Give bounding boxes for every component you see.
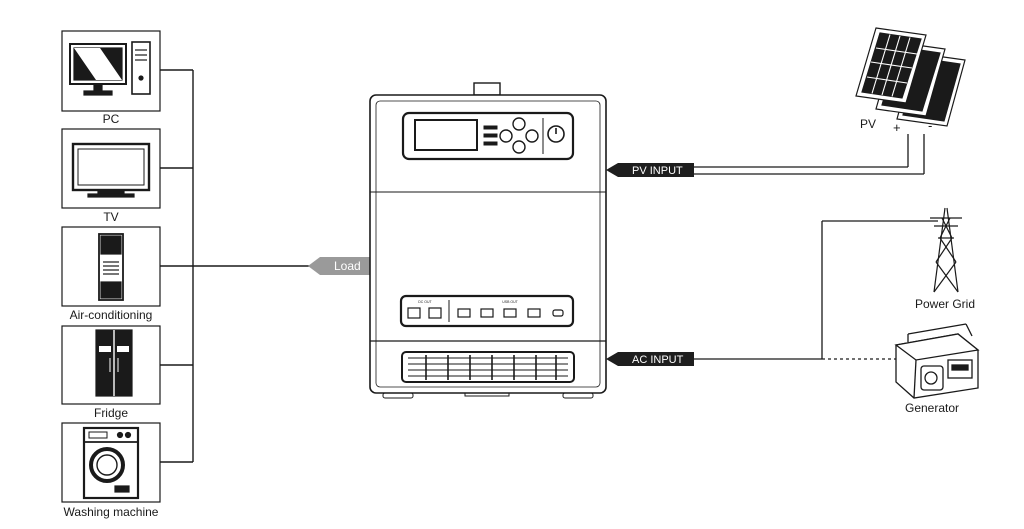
- generator-label: Generator: [905, 401, 959, 415]
- inverter-display-panel: [401, 111, 575, 161]
- inverter-output-panel: DC OUT USB OUT: [399, 294, 575, 328]
- fridge-icon: [95, 329, 133, 397]
- generator-icon: [894, 323, 980, 399]
- load-bus: [160, 69, 318, 463]
- dc-out-label: DC OUT: [418, 300, 432, 304]
- appliance-washing-machine: [61, 422, 161, 503]
- appliance-tv: [61, 128, 161, 209]
- power-button-icon: [547, 125, 565, 143]
- appliance-label-fridge: Fridge: [94, 406, 128, 420]
- pv-label: PV: [860, 117, 876, 131]
- usb-c-port-icon: [552, 309, 564, 317]
- inverter-vent-grille: [401, 351, 575, 383]
- dc-port-icon: [428, 307, 442, 319]
- usb-port-icon: [480, 308, 494, 318]
- pc-icon: [69, 41, 151, 96]
- appliance-label-washing-machine: Washing machine: [64, 505, 159, 519]
- down-button-icon: [512, 140, 526, 154]
- pv-input-label: PV INPUT: [632, 165, 683, 177]
- air-conditioner-icon: [98, 233, 124, 301]
- appliance-label-tv: TV: [103, 210, 118, 224]
- appliance-label-pc: PC: [103, 112, 120, 126]
- appliance-label-air-conditioning: Air-conditioning: [70, 308, 153, 322]
- usb-port-icon: [457, 308, 471, 318]
- ac-input-label: AC INPUT: [632, 354, 684, 366]
- ac-wiring: [694, 220, 938, 360]
- appliance-column: PC TV Air-condition: [61, 30, 161, 519]
- load-arrow: Load: [308, 257, 370, 275]
- usb-port-icon: [527, 308, 541, 318]
- pv-wiring: [694, 134, 925, 175]
- usb-port-icon: [503, 308, 517, 318]
- solar-panel-front: [855, 27, 927, 104]
- up-button-icon: [512, 117, 526, 131]
- washing-machine-icon: [82, 426, 140, 500]
- pv-plus-label: +: [893, 120, 901, 135]
- appliance-pc: [61, 30, 161, 112]
- right-button-icon: [525, 129, 539, 143]
- pv-input-arrow: PV INPUT: [606, 163, 694, 177]
- inverter-icon: DC OUT USB OUT: [369, 82, 607, 399]
- left-button-icon: [499, 129, 513, 143]
- solar-panel-icon: [855, 27, 966, 127]
- ac-input-arrow: AC INPUT: [606, 352, 694, 366]
- usb-out-label: USB OUT: [502, 300, 518, 304]
- appliance-frame: [61, 422, 161, 503]
- power-grid-label: Power Grid: [915, 297, 975, 311]
- tv-icon: [71, 142, 151, 198]
- appliance-frame: [61, 30, 161, 112]
- load-label: Load: [334, 259, 361, 273]
- pv-minus-label: -: [928, 118, 932, 133]
- dc-port-icon: [407, 307, 421, 319]
- appliance-fridge: [61, 325, 161, 405]
- appliance-air-conditioning: [61, 226, 161, 307]
- transmission-tower-icon: [930, 207, 962, 293]
